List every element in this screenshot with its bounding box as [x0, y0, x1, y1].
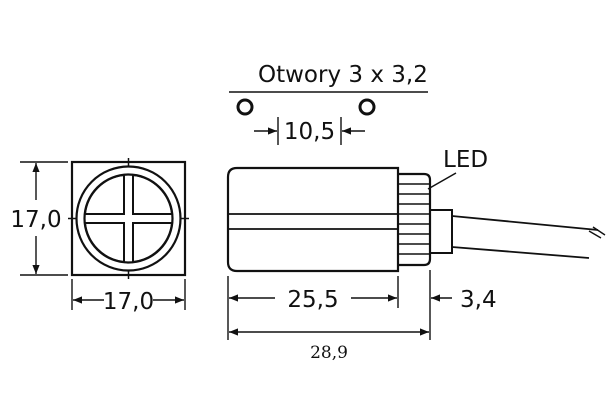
- cable: [451, 215, 599, 259]
- front-height-label: 17,0: [10, 207, 61, 233]
- inner-ring: [83, 173, 174, 264]
- side-view: [226, 166, 606, 273]
- front-width-dimension: [71, 279, 186, 310]
- outer-ring: [75, 165, 182, 272]
- hole-right: [358, 98, 376, 116]
- side-dimensions: [227, 270, 452, 340]
- cable-end: [588, 226, 606, 239]
- hole-left: [236, 98, 254, 116]
- hole-spacing-dimension: [254, 117, 365, 145]
- led-label: LED: [443, 147, 488, 173]
- cap-length-label: 3,4: [460, 287, 497, 313]
- sensing-face-cross: [83, 173, 174, 264]
- front-housing: [70, 160, 187, 277]
- front-height-dimension: [20, 161, 68, 276]
- sensor-body: [226, 166, 400, 273]
- front-view: [68, 158, 189, 279]
- body-length-label: 25,5: [287, 287, 338, 313]
- total-length-label: 28,9: [310, 343, 348, 363]
- led-leader: [427, 172, 457, 190]
- led-cap: [398, 172, 432, 267]
- holes-label: Otwory 3 x 3,2: [258, 62, 428, 88]
- front-width-label: 17,0: [103, 289, 154, 315]
- hole-spacing-label: 10,5: [284, 119, 335, 145]
- cable-gland: [429, 209, 453, 254]
